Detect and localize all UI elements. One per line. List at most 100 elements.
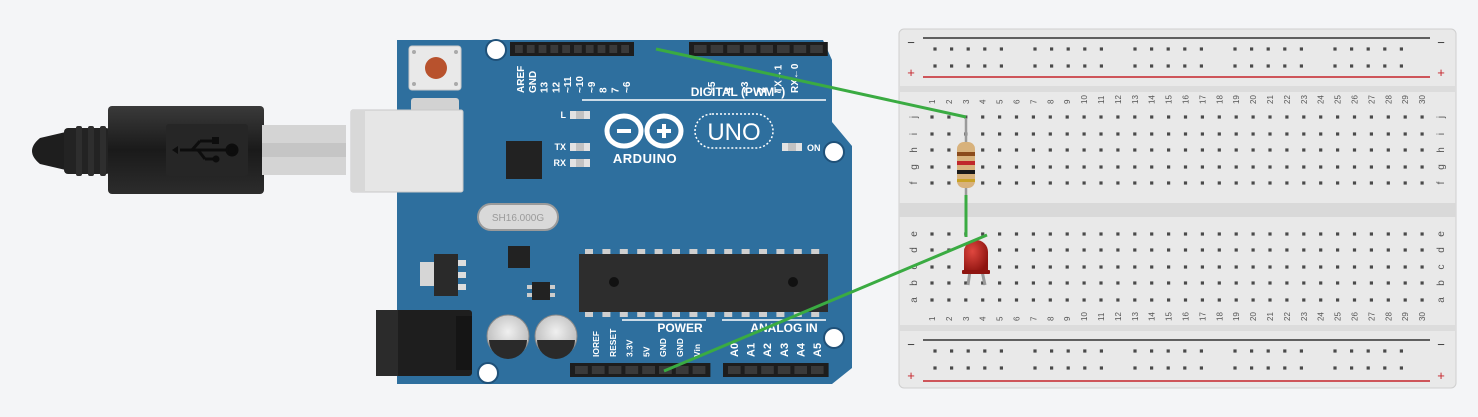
hole-d-12[interactable] — [1116, 248, 1120, 252]
hole-a-14[interactable] — [1150, 298, 1154, 302]
hole-b-28[interactable] — [1386, 281, 1390, 285]
hole-g-27[interactable] — [1369, 165, 1373, 169]
rail-hole-top-plus[interactable] — [1350, 64, 1354, 68]
hole-a-15[interactable] — [1167, 298, 1171, 302]
hole-d-6[interactable] — [1014, 248, 1019, 252]
hole-c-15[interactable] — [1167, 265, 1171, 269]
hole-g-26[interactable] — [1352, 165, 1357, 169]
hole-e-27[interactable] — [1369, 232, 1373, 236]
hole-b-5[interactable] — [998, 281, 1002, 285]
hole-g-23[interactable] — [1302, 165, 1306, 169]
hole-b-15[interactable] — [1167, 281, 1171, 285]
hole-f-30[interactable] — [1420, 181, 1424, 185]
hole-c-30[interactable] — [1420, 265, 1424, 269]
hole-g-1[interactable] — [930, 165, 934, 169]
hole-h-15[interactable] — [1167, 148, 1171, 152]
hole-b-3[interactable] — [964, 281, 968, 285]
hole-e-16[interactable] — [1183, 232, 1188, 236]
hole-f-18[interactable] — [1217, 181, 1221, 185]
rail-hole-bottom-minus[interactable] — [1199, 349, 1203, 353]
hole-i-4[interactable] — [981, 132, 985, 136]
hole-h-7[interactable] — [1031, 148, 1035, 152]
hole-i-13[interactable] — [1133, 132, 1137, 136]
rail-hole-top-plus[interactable] — [1383, 64, 1387, 68]
hole-d-21[interactable] — [1268, 248, 1272, 252]
hole-i-24[interactable] — [1319, 132, 1323, 136]
rail-hole-top-minus[interactable] — [1266, 47, 1270, 51]
hole-i-17[interactable] — [1200, 132, 1204, 136]
rail-hole-bottom-plus[interactable] — [1233, 366, 1237, 370]
rail-hole-bottom-minus[interactable] — [933, 349, 937, 353]
rail-hole-top-minus[interactable] — [1050, 47, 1054, 51]
rail-hole-top-plus[interactable] — [1366, 64, 1370, 68]
hole-a-27[interactable] — [1369, 298, 1373, 302]
hole-a-7[interactable] — [1031, 298, 1035, 302]
hole-i-1[interactable] — [930, 132, 934, 136]
rail-hole-top-minus[interactable] — [1099, 47, 1103, 51]
hole-e-30[interactable] — [1420, 232, 1424, 236]
hole-g-8[interactable] — [1048, 165, 1052, 169]
hole-c-17[interactable] — [1200, 265, 1204, 269]
hole-a-12[interactable] — [1116, 298, 1120, 302]
analog-header-pin[interactable] — [811, 366, 824, 374]
rail-hole-top-plus[interactable] — [1150, 64, 1154, 68]
hole-f-13[interactable] — [1133, 181, 1137, 185]
hole-c-18[interactable] — [1217, 265, 1221, 269]
hole-h-30[interactable] — [1420, 148, 1424, 152]
rail-hole-bottom-plus[interactable] — [1083, 366, 1087, 370]
hole-d-20[interactable] — [1251, 248, 1255, 252]
rail-hole-bottom-plus[interactable] — [1333, 366, 1337, 370]
hole-g-17[interactable] — [1200, 165, 1204, 169]
rail-hole-top-minus[interactable] — [999, 47, 1003, 51]
breadboard[interactable]: −−++−−++ 1122334455667788991010111112121… — [898, 28, 1457, 389]
rail-hole-bottom-minus[interactable] — [1266, 349, 1270, 353]
hole-e-13[interactable] — [1133, 232, 1137, 236]
hole-j-20[interactable] — [1251, 115, 1255, 119]
rail-hole-bottom-plus[interactable] — [1199, 366, 1203, 370]
digital-header-right-pin[interactable] — [810, 45, 823, 53]
hole-f-24[interactable] — [1319, 181, 1323, 185]
hole-b-8[interactable] — [1048, 281, 1052, 285]
digital-header-right-pin[interactable] — [793, 45, 807, 53]
rail-hole-bottom-plus[interactable] — [1250, 366, 1254, 370]
hole-e-29[interactable] — [1403, 232, 1407, 236]
rail-hole-top-minus[interactable] — [1183, 47, 1187, 51]
hole-b-21[interactable] — [1268, 281, 1272, 285]
hole-f-12[interactable] — [1116, 181, 1120, 185]
hole-a-24[interactable] — [1319, 298, 1323, 302]
hole-i-29[interactable] — [1403, 132, 1407, 136]
rail-hole-bottom-minus[interactable] — [1283, 349, 1287, 353]
rail-hole-bottom-plus[interactable] — [983, 366, 987, 370]
hole-h-28[interactable] — [1386, 148, 1390, 152]
hole-e-21[interactable] — [1268, 232, 1272, 236]
hole-c-21[interactable] — [1268, 265, 1272, 269]
hole-a-5[interactable] — [998, 298, 1002, 302]
hole-d-11[interactable] — [1099, 248, 1103, 252]
rail-hole-bottom-plus[interactable] — [1066, 366, 1070, 370]
hole-f-10[interactable] — [1082, 181, 1086, 185]
hole-c-12[interactable] — [1116, 265, 1120, 269]
rail-hole-top-plus[interactable] — [1050, 64, 1054, 68]
digital-header-left-pin[interactable] — [538, 45, 547, 53]
rail-hole-top-plus[interactable] — [1166, 64, 1170, 68]
hole-a-13[interactable] — [1133, 298, 1137, 302]
hole-j-6[interactable] — [1014, 115, 1019, 119]
hole-i-25[interactable] — [1336, 132, 1340, 136]
hole-h-19[interactable] — [1234, 148, 1238, 152]
rail-hole-bottom-minus[interactable] — [1250, 349, 1254, 353]
hole-j-22[interactable] — [1285, 115, 1289, 119]
hole-j-15[interactable] — [1167, 115, 1171, 119]
hole-j-14[interactable] — [1150, 115, 1154, 119]
hole-a-21[interactable] — [1268, 298, 1272, 302]
digital-header-right-pin[interactable] — [760, 45, 773, 53]
hole-c-26[interactable] — [1352, 265, 1357, 269]
hole-e-10[interactable] — [1082, 232, 1086, 236]
rail-hole-bottom-plus[interactable] — [1166, 366, 1170, 370]
hole-g-15[interactable] — [1167, 165, 1171, 169]
hole-j-17[interactable] — [1200, 115, 1204, 119]
hole-e-17[interactable] — [1200, 232, 1204, 236]
hole-e-24[interactable] — [1319, 232, 1323, 236]
hole-g-14[interactable] — [1150, 165, 1154, 169]
hole-d-5[interactable] — [998, 248, 1002, 252]
hole-h-8[interactable] — [1048, 148, 1052, 152]
